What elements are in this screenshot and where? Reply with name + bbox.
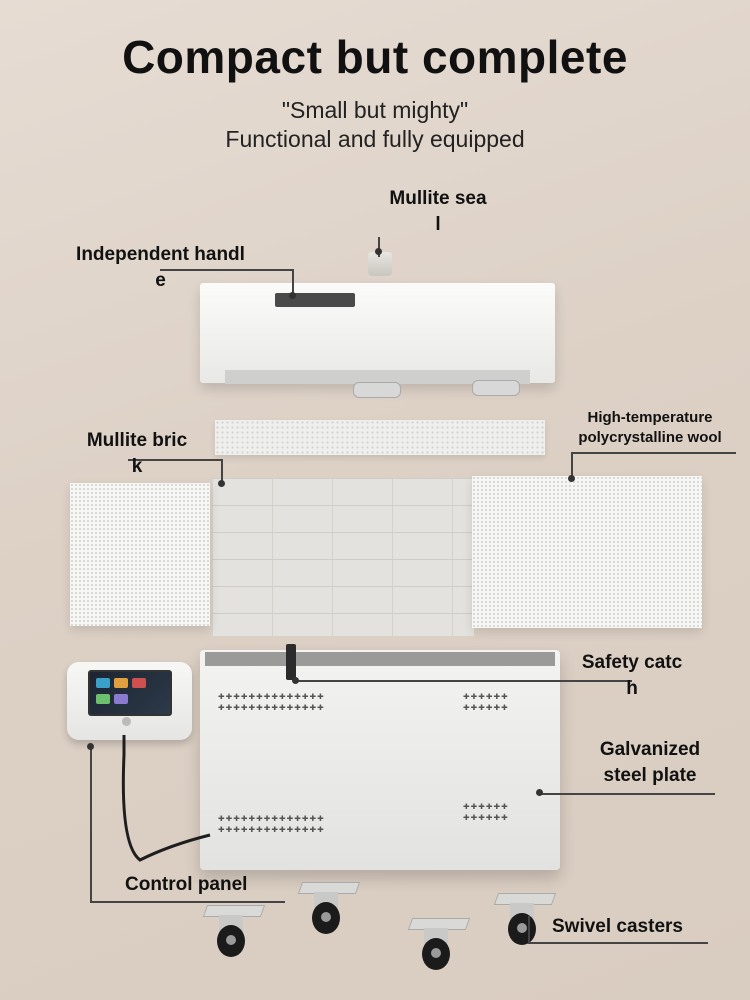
callout-line-galvanized	[540, 793, 715, 795]
screen-tile-icon	[114, 694, 128, 704]
power-knob-icon	[122, 717, 131, 726]
caster-hub	[226, 935, 236, 945]
callout-line-panel	[90, 747, 92, 902]
lid-hinge-left	[353, 382, 401, 398]
label-mullite-seal: Mullite sea l	[389, 188, 487, 235]
power-cable	[121, 735, 211, 862]
wool-block-left	[70, 483, 210, 626]
subtitle-line-2: Functional and fully equipped	[225, 126, 525, 152]
label-safety-catch: Safety catc h	[581, 652, 683, 699]
caster-hub	[321, 912, 331, 922]
furnace-body	[200, 650, 560, 870]
page-title: Compact but complete	[122, 31, 628, 83]
screen-tile-icon	[132, 678, 146, 688]
mullite-brick-wall	[212, 478, 474, 636]
callout-line-casters	[528, 942, 708, 944]
callout-dot-handle	[289, 292, 296, 299]
wool-block-right	[472, 476, 702, 628]
callout-dot-catch	[292, 677, 299, 684]
label-polycrystalline-wool: High-temperature polycrystalline wool	[578, 409, 722, 446]
callout-line-handle	[160, 269, 293, 271]
callout-dot-brick	[218, 480, 225, 487]
callout-line-panel-h	[90, 901, 285, 903]
furnace-chamber-opening	[205, 652, 555, 666]
lid-handle-slot	[275, 293, 355, 307]
page-subtitle: "Small but mighty" Functional and fully …	[0, 96, 750, 154]
label-mullite-brick: Mullite bric k	[86, 430, 188, 477]
callout-line-wool	[571, 452, 736, 454]
label-swivel-casters: Swivel casters	[552, 916, 683, 937]
callout-line-catch	[296, 680, 632, 682]
callout-line-wool-v	[571, 452, 573, 478]
screen-tile-icon	[96, 694, 110, 704]
screen-tile-icon	[96, 678, 110, 688]
mullite-seal-plug	[368, 252, 392, 276]
safety-catch	[286, 644, 296, 680]
callout-line-brick	[128, 459, 222, 461]
furnace-lid	[200, 283, 555, 383]
subtitle-line-1: "Small but mighty"	[281, 97, 469, 123]
callout-line-handle-v	[292, 269, 294, 295]
callout-line-brick-v	[221, 459, 223, 484]
label-independent-handle: Independent handl e	[76, 244, 245, 291]
callout-line-casters-v	[528, 916, 530, 943]
vent-perforations-bottom-right: ✚✚✚✚✚✚✚✚✚✚✚✚	[463, 799, 509, 823]
vent-perforations-bottom-left: ✚✚✚✚✚✚✚✚✚✚✚✚✚✚✚✚✚✚✚✚✚✚✚✚✚✚✚✚	[218, 811, 325, 835]
lid-hinge-right	[472, 380, 520, 396]
vent-perforations-top-left: ✚✚✚✚✚✚✚✚✚✚✚✚✚✚✚✚✚✚✚✚✚✚✚✚✚✚✚✚	[218, 689, 325, 713]
callout-dot-wool	[568, 475, 575, 482]
control-panel-screen	[88, 670, 172, 716]
callout-line-seal	[378, 237, 380, 257]
lid-underside	[225, 370, 530, 384]
screen-tile-icon	[114, 678, 128, 688]
vent-perforations-top-right: ✚✚✚✚✚✚✚✚✚✚✚✚	[463, 689, 509, 713]
caster-hub	[431, 948, 441, 958]
callout-dot-panel	[87, 743, 94, 750]
callout-dot-galvanized	[536, 789, 543, 796]
label-control-panel: Control panel	[125, 874, 248, 895]
label-galvanized-steel: Galvanized steel plate	[599, 739, 701, 786]
caster-hub	[517, 923, 527, 933]
callout-dot-seal	[375, 248, 382, 255]
mullite-brick-slab	[215, 420, 545, 455]
